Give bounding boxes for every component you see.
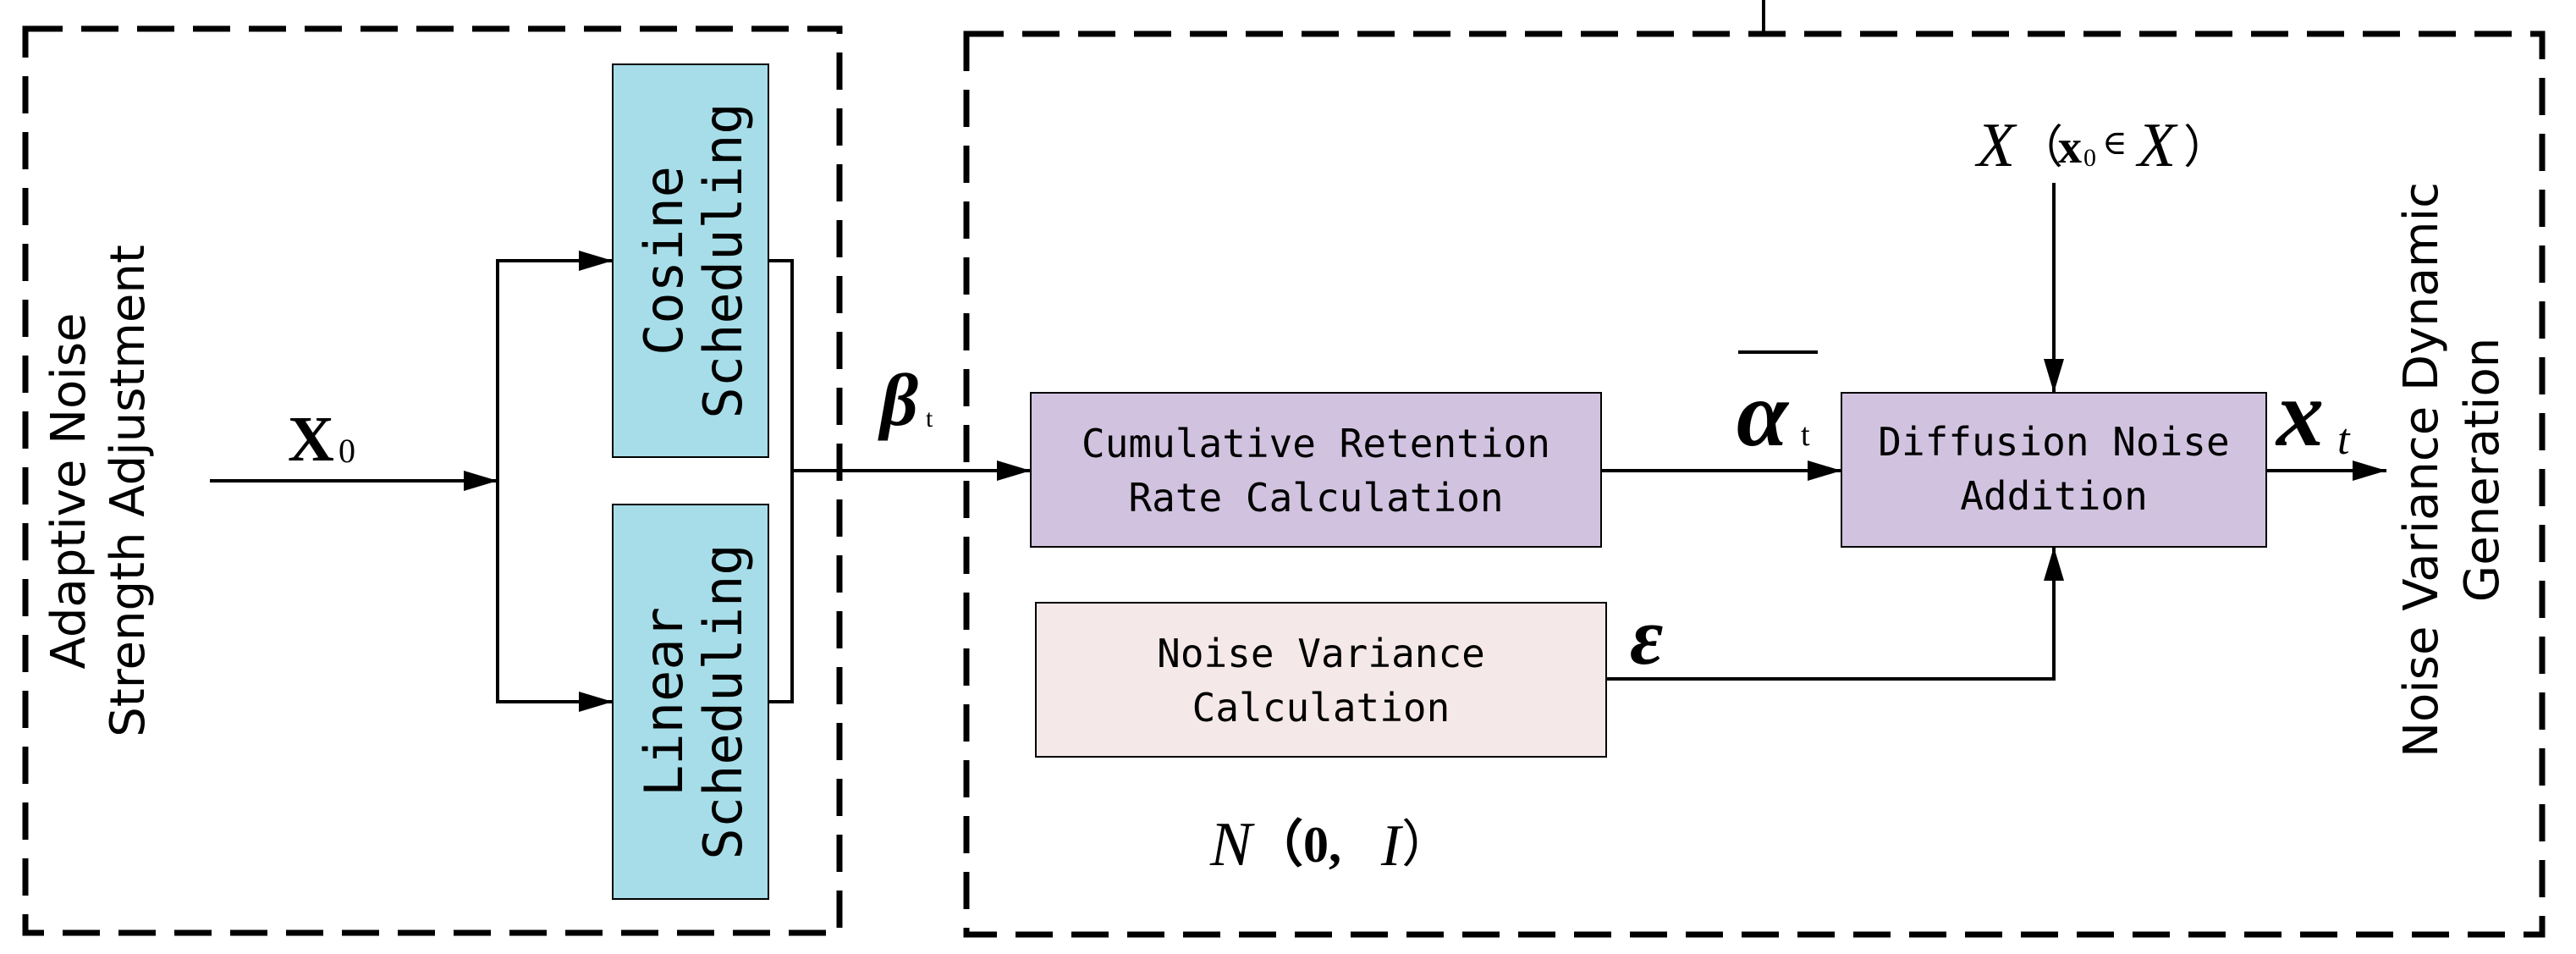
- left-label-line1: Adaptive Noise: [41, 313, 96, 670]
- alpha-main: α: [1737, 362, 1790, 466]
- diffusion-line2: Addition: [1960, 473, 2148, 519]
- cosine-output-line: [768, 259, 794, 471]
- linear-scheduling-label: Linear Scheduling: [633, 543, 754, 859]
- left-label-line2: Strength Adjustment: [101, 245, 156, 737]
- cosine-line2: Scheduling: [692, 102, 754, 418]
- x0-main: X: [288, 404, 334, 475]
- xt-main: x: [2275, 361, 2324, 466]
- linear-output-line: [768, 471, 794, 703]
- dataset-in: ∈: [2102, 124, 2127, 162]
- xt-sub: t: [2337, 416, 2351, 464]
- cosine-scheduling-label: Cosine Scheduling: [633, 102, 754, 418]
- diffusion-line1: Diffusion Noise: [1878, 419, 2229, 465]
- dataset-member-sub: 0: [2083, 144, 2096, 172]
- variance-line2: Calculation: [1192, 685, 1450, 731]
- normal-n: N: [1209, 810, 1255, 880]
- normal-args: （0,: [1252, 816, 1341, 873]
- x0-symbol: X 0: [288, 404, 355, 475]
- variance-line1: Noise Variance: [1157, 631, 1485, 676]
- alpha-symbol: α t: [1737, 350, 1818, 466]
- noise-variance-box: [1035, 602, 1607, 758]
- alpha-sub: t: [1801, 417, 1810, 453]
- cumulative-line2: Rate Calculation: [1128, 475, 1503, 521]
- dataset-x2: X: [2135, 111, 2178, 180]
- cosine-line1: Cosine: [633, 166, 695, 356]
- left-section-frame: [22, 25, 843, 936]
- beta-symbol: β t: [878, 360, 933, 442]
- dataset-x: X: [1974, 111, 2017, 180]
- diffusion-noise-box: [1841, 392, 2267, 548]
- dataset-paren-close: ）: [2183, 122, 2229, 173]
- epsilon-arrow: [1606, 547, 2064, 681]
- cosine-scheduling-box: [612, 63, 769, 458]
- cumulative-retention-box: [1030, 392, 1602, 548]
- right-label-line2: Generation: [2455, 338, 2510, 602]
- right-section-frame: [963, 30, 2546, 938]
- normal-close: ）: [1401, 817, 1452, 873]
- dataset-paren-open: （: [2017, 122, 2063, 173]
- xt-symbol: x t: [2275, 361, 2351, 466]
- beta-main: β: [878, 360, 918, 442]
- left-section-label: Adaptive Noise Strength Adjustment: [41, 245, 156, 737]
- dataset-label: X （ x 0 ∈ X ）: [1974, 111, 2229, 180]
- right-section-label: Noise Variance Dynamic Generation: [2394, 182, 2510, 758]
- epsilon-symbol: ε: [1630, 591, 1663, 681]
- linear-line2: Scheduling: [692, 543, 754, 859]
- normal-distribution-label: N （0, I ）: [1209, 810, 1452, 880]
- normal-i: I: [1380, 813, 1404, 879]
- cumulative-line1: Cumulative Retention: [1082, 421, 1550, 466]
- dataset-member: x: [2058, 121, 2082, 174]
- beta-sub: t: [926, 405, 933, 433]
- right-label-line1: Noise Variance Dynamic: [2394, 182, 2449, 758]
- linear-line1: Linear: [633, 607, 695, 797]
- x0-sub: 0: [339, 432, 355, 470]
